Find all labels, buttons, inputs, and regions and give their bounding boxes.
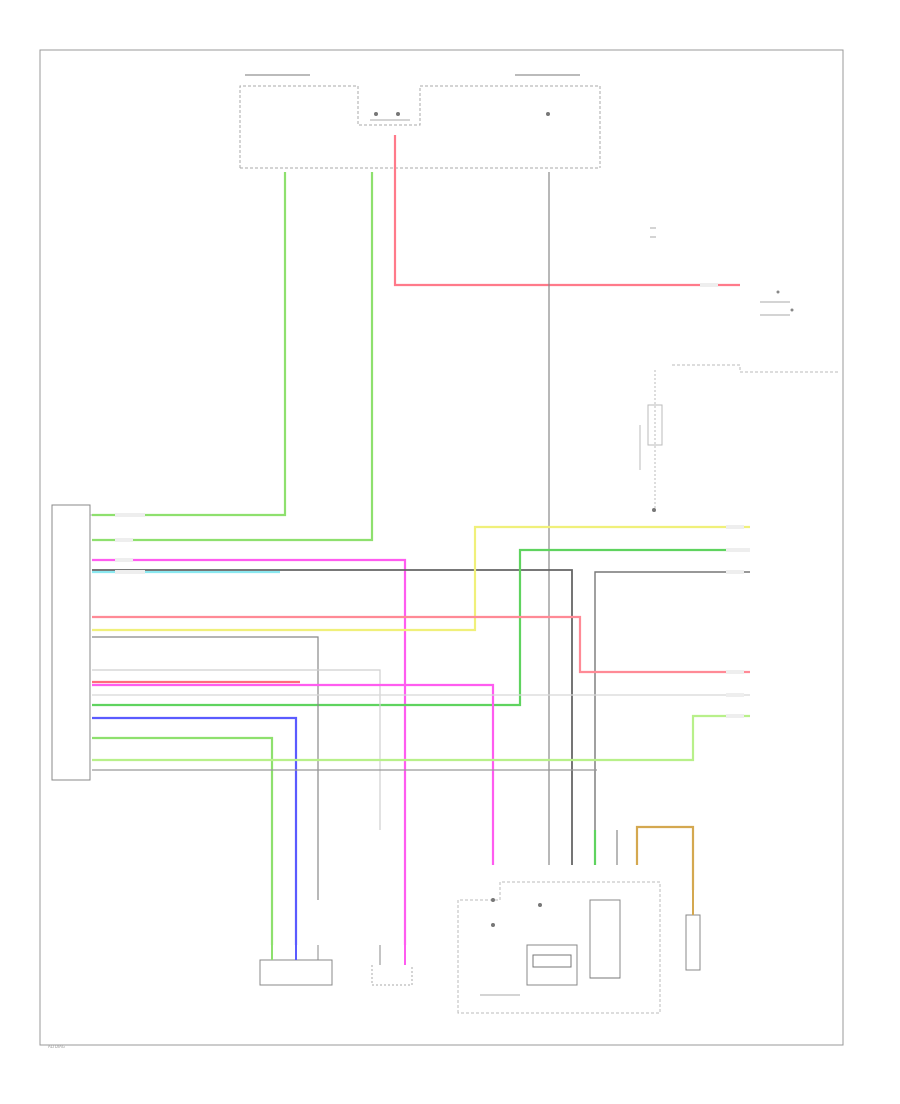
wire-lt-green-right xyxy=(92,714,750,762)
wire-pale-1 xyxy=(92,669,381,830)
fuse-block-top xyxy=(239,74,601,169)
wire-lt-green-top xyxy=(92,172,287,517)
combination-meter xyxy=(457,881,661,1014)
sensor-bottom-right xyxy=(685,890,701,971)
wire-red-mid xyxy=(92,615,750,674)
wire-tags xyxy=(115,283,750,718)
diagram-frame xyxy=(39,49,844,1046)
component-bottom-mid xyxy=(371,945,413,986)
wire-green-2 xyxy=(92,172,374,542)
wire-gray-down xyxy=(92,636,319,900)
wire-gray-mid xyxy=(92,569,573,865)
wire-tan xyxy=(635,825,695,890)
wire-red-top xyxy=(393,135,740,287)
left-connector xyxy=(51,504,97,781)
footer-code: ALTDIAG xyxy=(48,1044,65,1049)
wire-gray-right xyxy=(594,571,750,865)
wire-magenta-2 xyxy=(92,683,495,865)
wires xyxy=(92,135,750,945)
right-components xyxy=(639,227,840,512)
wire-lt-green-down xyxy=(92,736,274,945)
wire-magenta xyxy=(92,558,407,945)
component-bottom-left xyxy=(259,945,333,986)
wire-yellow xyxy=(92,525,750,632)
wire-green-right xyxy=(92,548,750,707)
wire-blue xyxy=(92,716,298,945)
